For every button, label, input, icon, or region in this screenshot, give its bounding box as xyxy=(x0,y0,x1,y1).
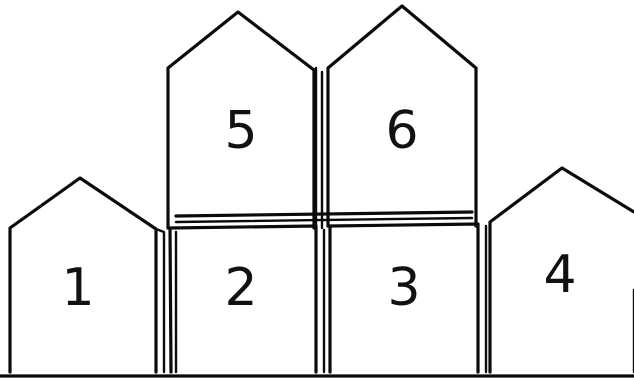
house-4: 4 xyxy=(490,168,634,372)
house-6-label: 6 xyxy=(385,101,418,161)
house-4-label: 4 xyxy=(543,245,576,305)
house-3-label: 3 xyxy=(387,258,420,318)
house-1: 1 xyxy=(10,178,164,372)
house-6: 6 xyxy=(328,6,476,226)
house-2-label: 2 xyxy=(224,258,257,318)
house-1-label: 1 xyxy=(61,258,94,318)
upper-floor-line xyxy=(176,212,472,216)
house-5-label: 5 xyxy=(224,101,257,161)
upper-floor-line-inner xyxy=(176,218,472,222)
house-3: 3 xyxy=(324,224,486,372)
house-5: 5 xyxy=(168,12,322,228)
house-2: 2 xyxy=(170,226,316,372)
